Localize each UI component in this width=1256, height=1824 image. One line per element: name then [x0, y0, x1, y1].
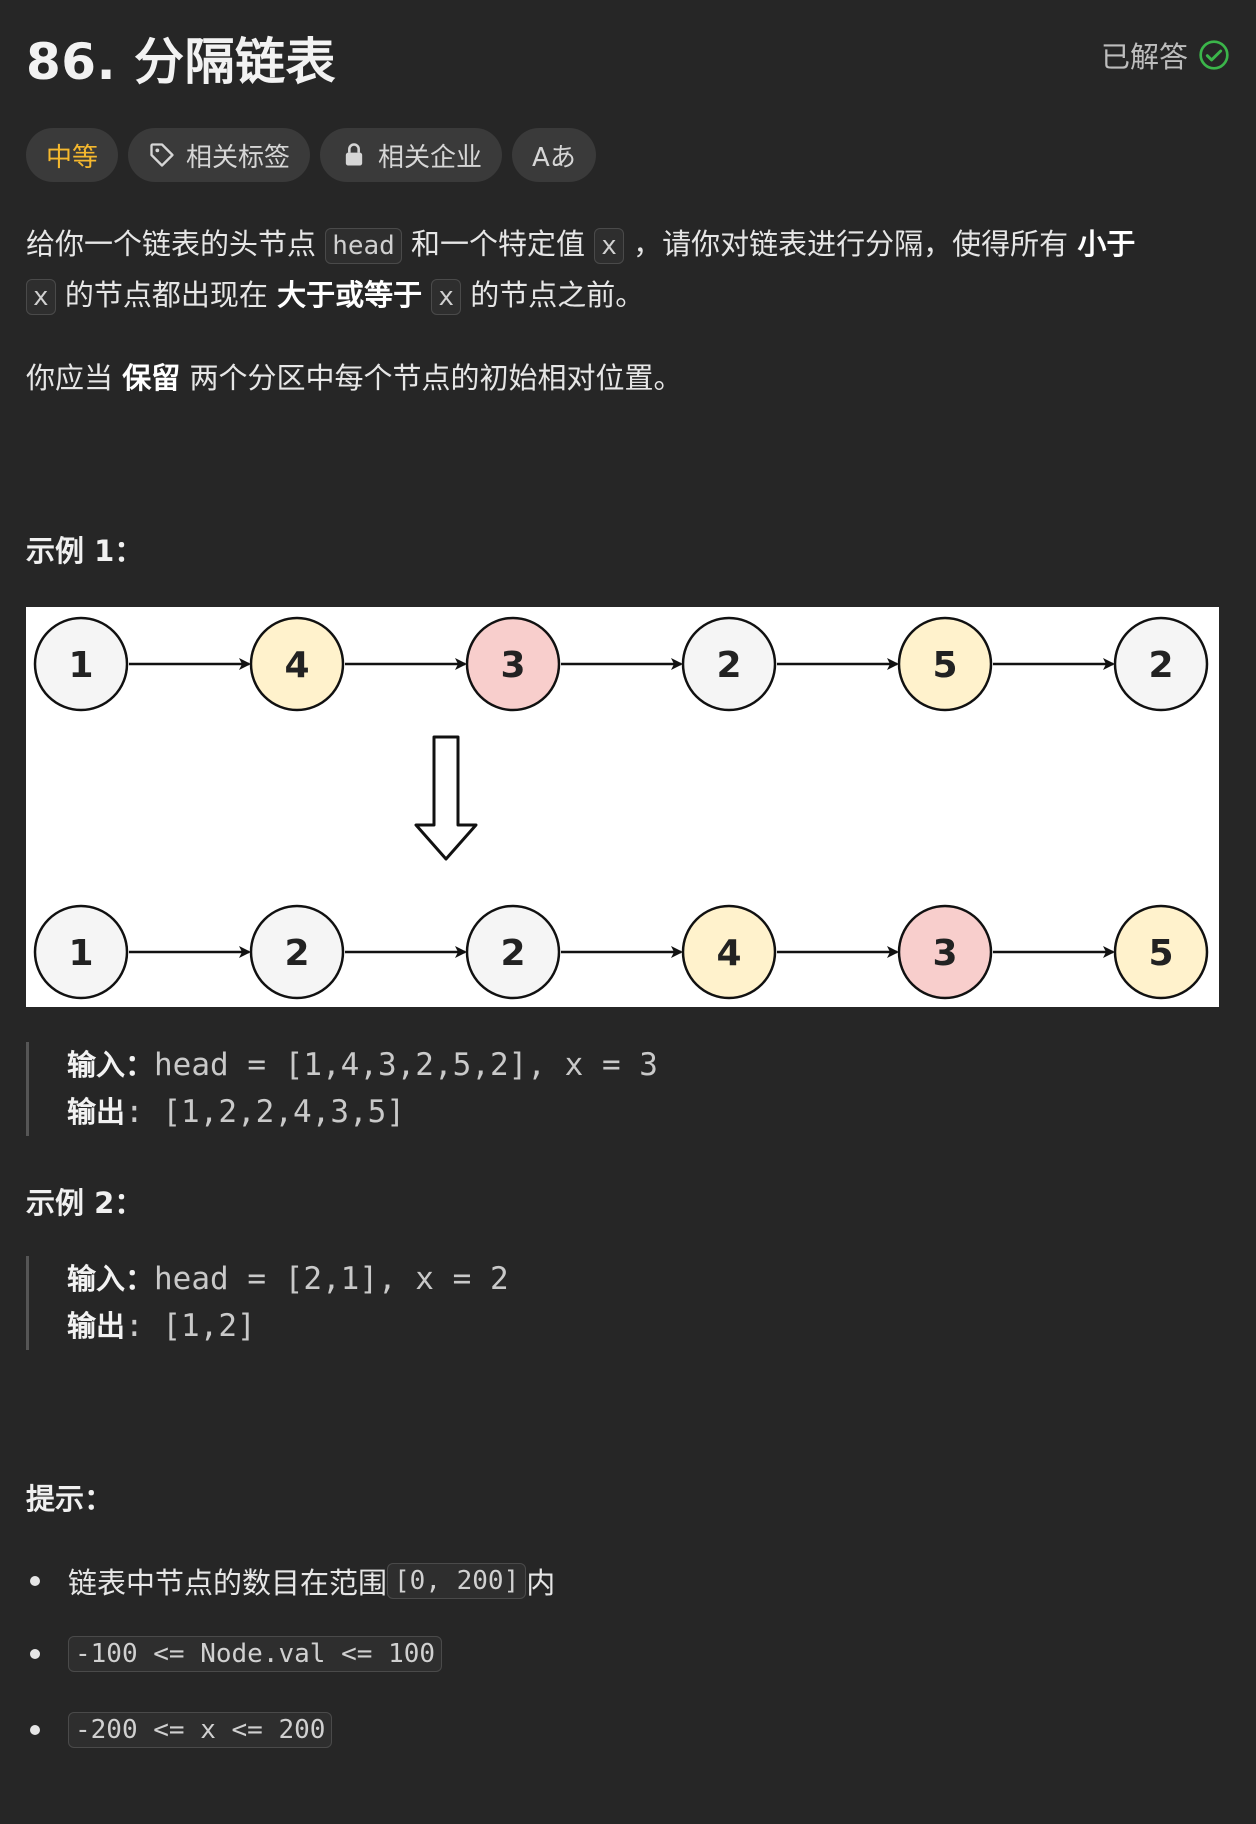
hints-heading: 提示： [26, 1482, 114, 1516]
desc-text: 你应当 [26, 361, 123, 395]
input-label: 输入： [67, 1048, 155, 1082]
problem-title[interactable]: 86. 分隔链表 [26, 33, 336, 91]
original-list-row: 1 4 3 2 5 2 [33, 616, 1209, 712]
input-label: 输入： [67, 1262, 155, 1296]
partitioned-node-value: 2 [284, 933, 309, 974]
check-circle-icon [1199, 40, 1229, 70]
original-node-value: 2 [716, 645, 741, 686]
original-node-circle [33, 616, 129, 712]
partitioned-node-circle [249, 904, 345, 1000]
partitioned-node-circle [897, 904, 993, 1000]
output-label: 输出 [67, 1309, 126, 1343]
list-item: -200 <= x <= 200 [26, 1712, 333, 1748]
list-item: -100 <= Node.val <= 100 [26, 1636, 443, 1672]
original-node-value: 5 [932, 645, 957, 686]
desc-text: 的节点都出现在 [55, 278, 278, 312]
partitioned-node-circle [1113, 904, 1209, 1000]
inline-code-head: head [325, 228, 402, 264]
example-1-heading: 示例 1： [26, 534, 144, 568]
related-tags-button[interactable]: 相关标签 [128, 128, 311, 182]
original-node-value: 1 [68, 645, 93, 686]
inline-code-x: x [431, 279, 461, 315]
solved-label: 已解答 [1100, 40, 1188, 74]
original-node-circle [897, 616, 993, 712]
desc-text: 和一个特定值 [401, 227, 595, 261]
bold-greater-equal: 大于或等于 [277, 278, 423, 312]
partitioned-node-value: 4 [716, 933, 741, 974]
partitioned-node-value: 2 [500, 933, 525, 974]
inline-code-node-val: -100 <= Node.val <= 100 [68, 1636, 443, 1672]
description-paragraph-1: 给你一个链表的头节点 head 和一个特定值 x ，请你对链表进行分隔，使得所有… [26, 220, 1226, 322]
desc-text: ，请你对链表进行分隔，使得所有 [623, 227, 1078, 261]
original-node-circle [465, 616, 561, 712]
translate-button[interactable]: Aあ [512, 128, 596, 182]
bold-less-than: 小于 [1077, 227, 1136, 261]
output-label: 输出 [67, 1095, 126, 1129]
example-1-code-block: 输入：head = [1,4,3,2,5,2], x = 3 输出: [1,2,… [26, 1042, 658, 1136]
input-value: head = [2,1], x = 2 [154, 1261, 509, 1297]
lock-icon [345, 143, 363, 166]
partitioned-node-value: 3 [932, 933, 957, 974]
original-node-value: 4 [284, 645, 309, 686]
original-node-circle [1113, 616, 1209, 712]
inline-code-x: x [594, 228, 624, 264]
original-node-circle [681, 616, 777, 712]
partitioned-node-value: 5 [1148, 933, 1173, 974]
hint-text: 链表中节点的数目在范围 [68, 1566, 388, 1600]
transform-arrow [414, 735, 478, 861]
desc-text: 给你一个链表的头节点 [26, 227, 326, 261]
difficulty-badge: 中等 [26, 128, 119, 182]
related-companies-button[interactable]: 相关企业 [320, 128, 503, 182]
translate-icon: Aあ [532, 142, 576, 173]
bold-keep: 保留 [122, 361, 181, 395]
example-2-heading: 示例 2： [26, 1186, 144, 1220]
related-tags-label: 相关标签 [186, 142, 291, 173]
bullet-dot [30, 1649, 40, 1659]
inline-code-range: [0, 200] [387, 1563, 527, 1599]
tag-icon [150, 143, 174, 167]
original-node-value: 3 [500, 645, 525, 686]
original-node-circle [249, 616, 345, 712]
partitioned-list-row: 1 2 2 4 3 5 [33, 904, 1209, 1000]
example-1-diagram: 1 4 3 2 5 2 1 2 2 4 3 5 [26, 607, 1219, 1007]
partitioned-node-circle [33, 904, 129, 1000]
hint-text: 内 [526, 1566, 556, 1600]
list-item: 链表中节点的数目在范围 [0, 200] 内 [26, 1560, 555, 1602]
tag-bar: 中等 相关标签 相关企业 Aあ [26, 128, 596, 182]
bullet-dot [30, 1725, 40, 1735]
related-companies-label: 相关企业 [378, 142, 483, 173]
bullet-dot [30, 1576, 40, 1586]
example-2-code-block: 输入：head = [2,1], x = 2 输出: [1,2] [26, 1256, 509, 1350]
desc-text: 的节点之前。 [460, 278, 645, 312]
original-node-value: 2 [1148, 645, 1173, 686]
input-value: head = [1,4,3,2,5,2], x = 3 [154, 1047, 658, 1083]
partitioned-node-circle [681, 904, 777, 1000]
solved-status: 已解答 [1101, 34, 1230, 76]
partitioned-node-value: 1 [68, 933, 93, 974]
inline-code-x-range: -200 <= x <= 200 [68, 1712, 333, 1748]
output-value: : [1,2] [125, 1308, 256, 1344]
problem-header: 86. 分隔链表 已解答 [26, 22, 1230, 92]
partitioned-node-circle [465, 904, 561, 1000]
description-paragraph-2: 你应当 保留 两个分区中每个节点的初始相对位置。 [26, 354, 1226, 403]
inline-code-x: x [26, 279, 56, 315]
desc-text: 两个分区中每个节点的初始相对位置。 [180, 361, 683, 395]
output-value: : [1,2,2,4,3,5] [125, 1094, 405, 1130]
